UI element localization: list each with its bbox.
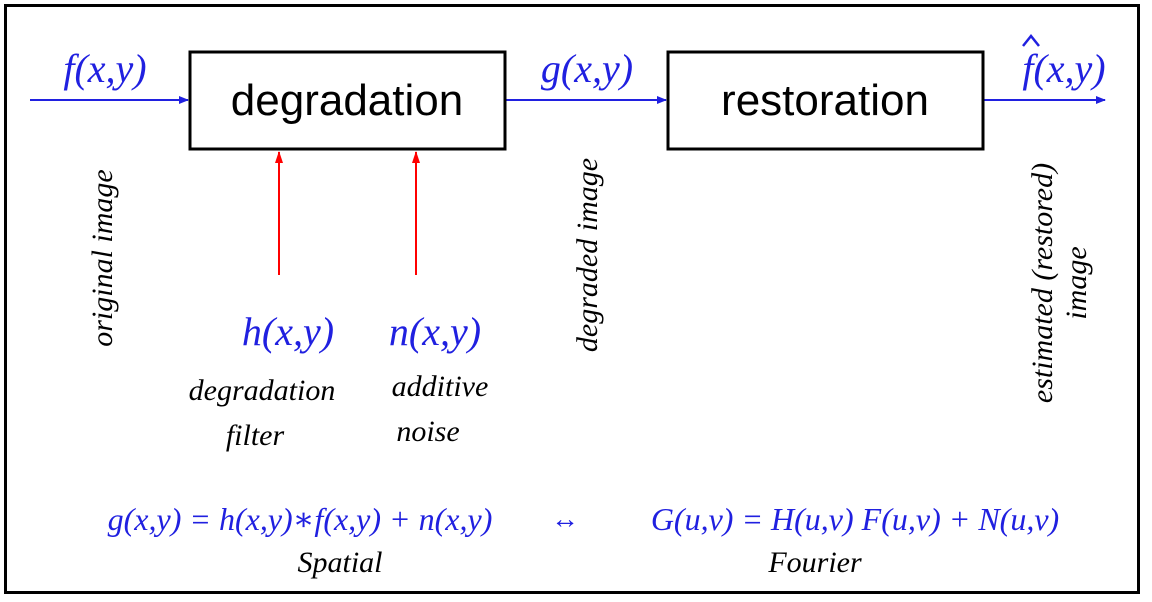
noise-caption-line1: additive (392, 370, 489, 403)
noise-caption-line2: noise (396, 415, 459, 448)
equivalence-symbol: ↔ (551, 504, 579, 535)
input-signal-label: f(x,y) (63, 46, 146, 91)
noise-signal-label: n(x,y) (389, 309, 481, 354)
filter-caption-line2: filter (226, 419, 285, 452)
filter-arrowhead (275, 151, 283, 163)
original-image-label: original image (86, 169, 119, 347)
degradation-block-label: degradation (231, 76, 463, 125)
spatial-caption: Spatial (297, 546, 382, 579)
diagram-frame (4, 4, 1140, 594)
estimated-image-label-line2: image (1060, 246, 1093, 319)
fourier-caption: Fourier (767, 546, 862, 579)
estimated-image-label-line1: estimated (restored) (1026, 163, 1059, 403)
restoration-block (666, 50, 985, 151)
fourier-equation: G(u,v) = H(u,v) F(u,v) + N(u,v) (651, 501, 1059, 537)
spatial-equation: g(x,y) = h(x,y)∗f(x,y) + n(x,y) (108, 501, 493, 537)
output-signal-label: f(x,y) (1022, 46, 1105, 91)
noise-arrowhead (412, 151, 420, 163)
filter-caption-line1: degradation (189, 374, 336, 407)
hat-icon (1022, 33, 1040, 47)
degraded-image-label: degraded image (571, 158, 604, 352)
restoration-block-label: restoration (721, 76, 929, 125)
filter-signal-label: h(x,y) (242, 309, 334, 354)
degraded-signal-label: g(x,y) (541, 46, 633, 91)
degradation-block (188, 50, 507, 151)
